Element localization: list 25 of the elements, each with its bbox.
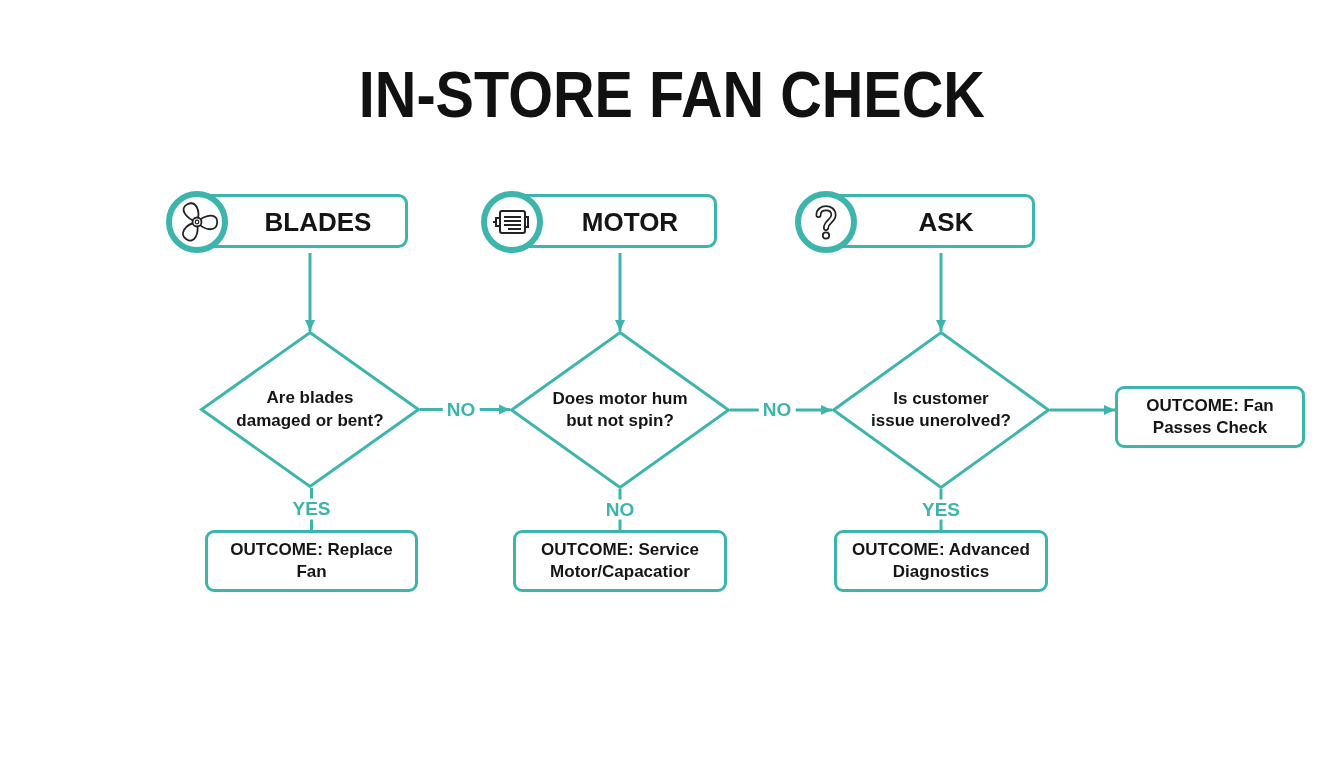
decision-diamond	[510, 331, 730, 489]
outcome-box	[513, 530, 727, 592]
arrow	[936, 253, 946, 331]
question-text: Does motor hum but not spin?	[551, 387, 689, 432]
outcome-text: OUTCOME: Service Motor/Capacatior	[540, 538, 700, 583]
outcome-box	[1115, 386, 1305, 448]
outcome-box	[205, 530, 418, 592]
header-tab	[795, 191, 1035, 253]
header-label: BLADES	[264, 206, 372, 238]
decision-diamond	[832, 331, 1050, 489]
outcome-text: OUTCOME: Fan Passes Check	[1145, 394, 1275, 439]
header-label: MOTOR	[581, 206, 679, 238]
decision-diamond	[200, 331, 420, 488]
question-text: Is customer issue unerolved?	[871, 387, 1011, 432]
arrow	[1050, 405, 1115, 415]
outcome-text: OUTCOME: Advanced Diagnostics	[851, 538, 1031, 583]
outcome-text: OUTCOME: Replace Fan	[229, 538, 394, 583]
arrow	[615, 253, 625, 331]
header-tab	[166, 191, 408, 253]
outcome-box	[834, 530, 1048, 592]
header-tab	[481, 191, 717, 253]
question-text: Are blades damaged or bent?	[235, 387, 385, 432]
header-label: ASK	[918, 206, 974, 238]
diagram-title: IN-STORE FAN CHECK	[358, 60, 986, 131]
arrow	[305, 253, 315, 331]
